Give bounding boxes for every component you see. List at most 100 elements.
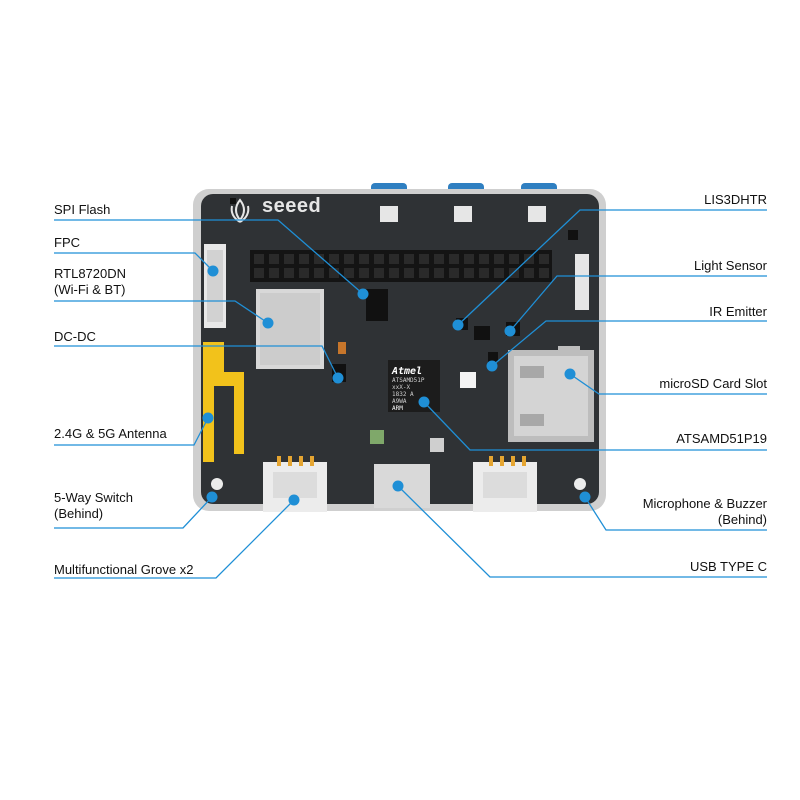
leader-five-way-dot [206,491,218,503]
label-rtl8720dn: RTL8720DN (Wi-Fi & BT) [54,266,126,298]
leader-usb [397,485,767,578]
label-text: ATSAMD51P19 [676,431,767,446]
leader-spi-flash-dot [357,288,369,300]
header-pin [524,268,534,278]
label-text: Multifunctional Grove x2 [54,562,194,577]
header-pin [269,268,279,278]
label-text: Microphone & Buzzer [642,496,767,511]
header-pin [254,268,264,278]
leader-atsamd [423,401,767,451]
label-text: LIS3DHTR [704,192,767,207]
leader-microsd [569,373,767,395]
label-spi-flash: SPI Flash [54,202,110,218]
header-pin [269,254,279,264]
label-usb-c: USB TYPE C [690,559,767,575]
header-pin [479,254,489,264]
label-antenna: 2.4G & 5G Antenna [54,426,167,442]
leader-mic-dot [579,491,591,503]
chip-line-1: ATSAMD51P [392,377,425,384]
label-light-sensor: Light Sensor [694,258,767,274]
leader-dc-dc-dot [332,372,344,384]
chip-line-2: xxX-X [392,384,411,391]
leader-grove-dot [288,494,300,506]
leader-microsd-dot [564,368,576,380]
label-atsamd51p19: ATSAMD51P19 [676,431,767,447]
leader-ir-dot [486,360,498,372]
label-text: FPC [54,235,80,250]
leader-lis3dhtr-dot [452,319,464,331]
label-mic-buzzer: Microphone & Buzzer (Behind) [643,496,767,528]
leader-lines [54,209,767,579]
label-subtext: (Behind) [717,512,767,527]
leader-light [509,275,767,332]
chip-marking: Atmel ATSAMD51P xxX-X 1832 A A9WA ARM [392,366,425,412]
chip-line-4: A9WA [392,398,407,405]
label-dc-dc: DC-DC [54,329,96,345]
label-lis3dhtr: LIS3DHTR [704,192,767,208]
header-pin [449,268,459,278]
leader-rtl8720dn [54,300,269,324]
label-fpc: FPC [54,235,80,251]
label-text: Light Sensor [694,258,767,273]
header-pin [344,268,354,278]
header-pin [464,254,474,264]
leader-light-dot [504,325,516,337]
leader-fpc [54,252,214,272]
label-subtext: (Wi-Fi & BT) [54,282,126,297]
leader-ir [491,320,767,367]
header-pin [464,268,474,278]
header-pin [404,254,414,264]
label-subtext: (Behind) [54,506,104,521]
leader-mic [584,496,767,531]
header-pin [329,254,339,264]
header-pin [539,254,549,264]
corner-hole-left [211,478,223,490]
header-pin [314,268,324,278]
leader-usb-dot [392,480,404,492]
label-five-way-switch: 5-Way Switch (Behind) [54,490,133,522]
leader-fpc-dot [207,265,219,277]
header-pin [284,268,294,278]
leader-dc-dc [54,345,339,379]
header-pin [509,254,519,264]
label-text: IR Emitter [709,304,767,319]
header-pin [329,268,339,278]
header-pin [419,254,429,264]
leader-spi-flash [54,219,364,295]
microsd-slot [508,346,594,442]
header-pin [449,254,459,264]
header-pin [359,268,369,278]
label-text: DC-DC [54,329,96,344]
header-pin [314,254,324,264]
header-pin [299,268,309,278]
label-text: microSD Card Slot [659,376,767,391]
header-pin [359,254,369,264]
header-pin [389,254,399,264]
leader-five-way [54,496,213,529]
header-pin [404,268,414,278]
header-pin [494,268,504,278]
header-pin [374,268,384,278]
leader-antenna-dot [202,412,214,424]
grove-pins [277,456,526,466]
atsamd51-chip [388,360,440,412]
chip-arm: ARM [392,405,403,412]
header-pin [374,254,384,264]
label-text: RTL8720DN [54,266,127,281]
label-microsd: microSD Card Slot [659,376,767,392]
label-text: 5-Way Switch [54,490,133,505]
leader-grove [54,499,295,579]
label-ir-emitter: IR Emitter [709,304,767,320]
board-brand: seeed [262,195,322,217]
header-pin [434,268,444,278]
header-pin [299,254,309,264]
header-pin [524,254,534,264]
leader-rtl8720dn-dot [262,317,274,329]
header-pin [494,254,504,264]
chip-brand: Atmel [392,366,423,377]
chip-line-3: 1832 A [392,391,414,398]
header-pin [434,254,444,264]
leader-atsamd-dot [418,396,430,408]
corner-hole-right [574,478,586,490]
